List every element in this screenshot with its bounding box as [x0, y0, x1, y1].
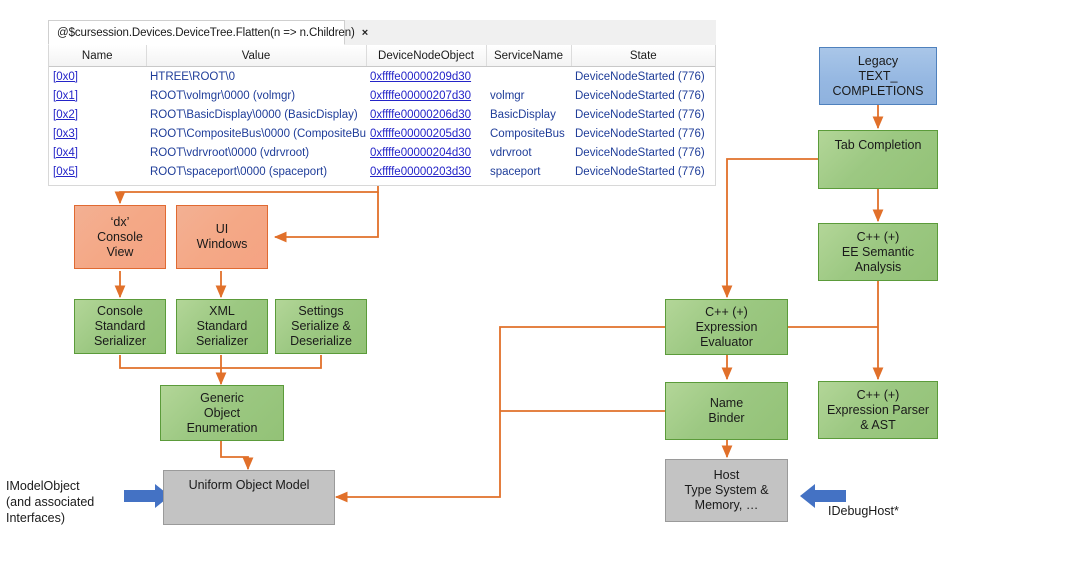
table-header-row: Name Value DeviceNodeObject ServiceName …	[49, 45, 715, 67]
table-row[interactable]: [0x1] ROOT\volmgr\0000 (volmgr) 0xffffe000…	[49, 86, 715, 105]
device-table: Name Value DeviceNodeObject ServiceName …	[49, 45, 715, 181]
node-tab-completion[interactable]: Tab Completion	[818, 130, 938, 189]
cell-value: ROOT\vdrvroot\0000 (vdrvroot)	[150, 146, 310, 159]
label-text: IDebugHost*	[828, 504, 899, 518]
node-xml-standard-serializer[interactable]: XML Standard Serializer	[176, 299, 268, 354]
tab-strip: @$cursession.Devices.DeviceTree.Flatten(…	[48, 20, 716, 46]
node-label: XML Standard Serializer	[195, 304, 249, 348]
column-header-devicenodeobject[interactable]: DeviceNodeObject	[366, 45, 487, 67]
cell-servicename: CompositeBus	[490, 127, 565, 140]
node-label: Uniform Object Model	[188, 478, 310, 492]
node-label: C++ (+) Expression Evaluator	[695, 304, 758, 349]
node-label: UI Windows	[196, 222, 248, 251]
node-generic-object-enumeration[interactable]: Generic Object Enumeration	[160, 385, 284, 441]
imodelobject-arrow-icon	[124, 484, 170, 508]
cell-state: DeviceNodeStarted (776)	[575, 146, 705, 159]
column-header-value[interactable]: Value	[146, 45, 367, 67]
table-row[interactable]: [0x0] HTREE\ROOT\0 0xffffe00000209d30 Devic…	[49, 67, 715, 87]
cell-state: DeviceNodeStarted (776)	[575, 89, 705, 102]
node-name-binder[interactable]: Name Binder	[665, 382, 788, 440]
table-row[interactable]: [0x4] ROOT\vdrvroot\0000 (vdrvroot) 0xffff…	[49, 143, 715, 162]
debugger-model-window: @$cursession.Devices.DeviceTree.Flatten(…	[48, 20, 716, 186]
node-label: Generic Object Enumeration	[186, 390, 258, 435]
cell-devicenodeobject[interactable]: 0xffffe00000206d30	[370, 108, 472, 121]
cell-state: DeviceNodeStarted (776)	[575, 108, 705, 121]
cell-name[interactable]: [0x0]	[53, 70, 78, 83]
cell-servicename: BasicDisplay	[490, 108, 556, 121]
column-header-servicename[interactable]: ServiceName	[486, 45, 572, 67]
node-label: Tab Completion	[834, 138, 922, 152]
cell-devicenodeobject[interactable]: 0xffffe00000209d30	[370, 70, 472, 83]
node-console-standard-serializer[interactable]: Console Standard Serializer	[74, 299, 166, 354]
cell-name[interactable]: [0x2]	[53, 108, 78, 121]
cell-name[interactable]: [0x5]	[53, 165, 78, 178]
node-settings-serialize-deserialize[interactable]: Settings Serialize & Deserialize	[275, 299, 367, 354]
close-icon[interactable]: ×	[361, 26, 369, 39]
node-expression-evaluator[interactable]: C++ (+) Expression Evaluator	[665, 299, 788, 355]
cell-name[interactable]: [0x1]	[53, 89, 78, 102]
node-uniform-object-model[interactable]: Uniform Object Model	[163, 470, 335, 525]
cell-value: ROOT\CompositeBus\0000 (CompositeBus)	[150, 127, 366, 140]
conn-generic-enum-to-uom	[220, 441, 254, 471]
node-ui-windows[interactable]: UI Windows	[176, 205, 268, 269]
cell-devicenodeobject[interactable]: 0xffffe00000204d30	[370, 146, 472, 159]
table-row[interactable]: [0x3] ROOT\CompositeBus\0000 (CompositeBu…	[49, 124, 715, 143]
column-header-state[interactable]: State	[571, 45, 715, 67]
label-imodelobject: IModelObject (and associated Interfaces)	[6, 462, 118, 526]
node-label: Settings Serialize & Deserialize	[290, 304, 352, 348]
node-label: Host Type System & Memory, …	[684, 468, 769, 512]
node-label: ‘dx’ Console View	[97, 214, 143, 259]
cell-devicenodeobject[interactable]: 0xffffe00000203d30	[370, 165, 472, 178]
node-label: Legacy TEXT_ COMPLETIONS	[832, 53, 924, 98]
cell-value: HTREE\ROOT\0	[150, 70, 235, 83]
cell-value: ROOT\volmgr\0000 (volmgr)	[150, 89, 296, 102]
column-header-name[interactable]: Name	[49, 45, 147, 67]
cell-name[interactable]: [0x4]	[53, 146, 78, 159]
cell-servicename: spaceport	[490, 165, 541, 178]
conn-table-to-dx-console	[114, 186, 379, 205]
node-ee-semantic-analysis[interactable]: C++ (+) EE Semantic Analysis	[818, 223, 938, 281]
cell-value: ROOT\BasicDisplay\0000 (BasicDisplay)	[150, 108, 358, 121]
tab-dx-query[interactable]: @$cursession.Devices.DeviceTree.Flatten(…	[48, 20, 368, 45]
interface-arrows	[124, 484, 846, 508]
cell-state: DeviceNodeStarted (776)	[575, 127, 705, 140]
cell-servicename	[486, 67, 571, 87]
node-label: Console Standard Serializer	[93, 304, 147, 348]
cell-state: DeviceNodeStarted (776)	[575, 70, 705, 83]
label-idebughost: IDebugHost*	[828, 487, 948, 519]
cell-servicename: vdrvroot	[490, 146, 532, 159]
cell-value: ROOT\spaceport\0000 (spaceport)	[150, 165, 328, 178]
device-node-grid[interactable]: Name Value DeviceNodeObject ServiceName …	[48, 45, 716, 186]
cell-servicename: volmgr	[490, 89, 525, 102]
node-host-type-system[interactable]: Host Type System & Memory, …	[665, 459, 788, 522]
table-row[interactable]: [0x5] ROOT\spaceport\0000 (spaceport) 0xff…	[49, 162, 715, 181]
cell-name[interactable]: [0x3]	[53, 127, 78, 140]
table-row[interactable]: [0x2] ROOT\BasicDisplay\0000 (BasicDispla…	[49, 105, 715, 124]
conn-evaluator-to-uom	[334, 326, 665, 503]
cell-state: DeviceNodeStarted (776)	[575, 165, 705, 178]
node-label: Name Binder	[708, 396, 745, 425]
tab-label: @$cursession.Devices.DeviceTree.Flatten(…	[57, 26, 355, 39]
node-legacy-text-completions[interactable]: Legacy TEXT_ COMPLETIONS	[819, 47, 937, 105]
cell-devicenodeobject[interactable]: 0xffffe00000207d30	[370, 89, 472, 102]
label-text: IModelObject (and associated Interfaces)	[6, 479, 95, 525]
node-label: C++ (+) Expression Parser & AST	[826, 387, 930, 432]
node-expression-parser-ast[interactable]: C++ (+) Expression Parser & AST	[818, 381, 938, 439]
conn-table-to-ui-windows	[273, 192, 379, 243]
conn-tab-completion-to-expression-evaluator	[721, 158, 818, 299]
node-dx-console-view[interactable]: ‘dx’ Console View	[74, 205, 166, 269]
cell-devicenodeobject[interactable]: 0xffffe00000205d30	[370, 127, 472, 140]
node-label: C++ (+) EE Semantic Analysis	[841, 229, 915, 274]
idebughost-arrow-icon	[800, 484, 846, 508]
